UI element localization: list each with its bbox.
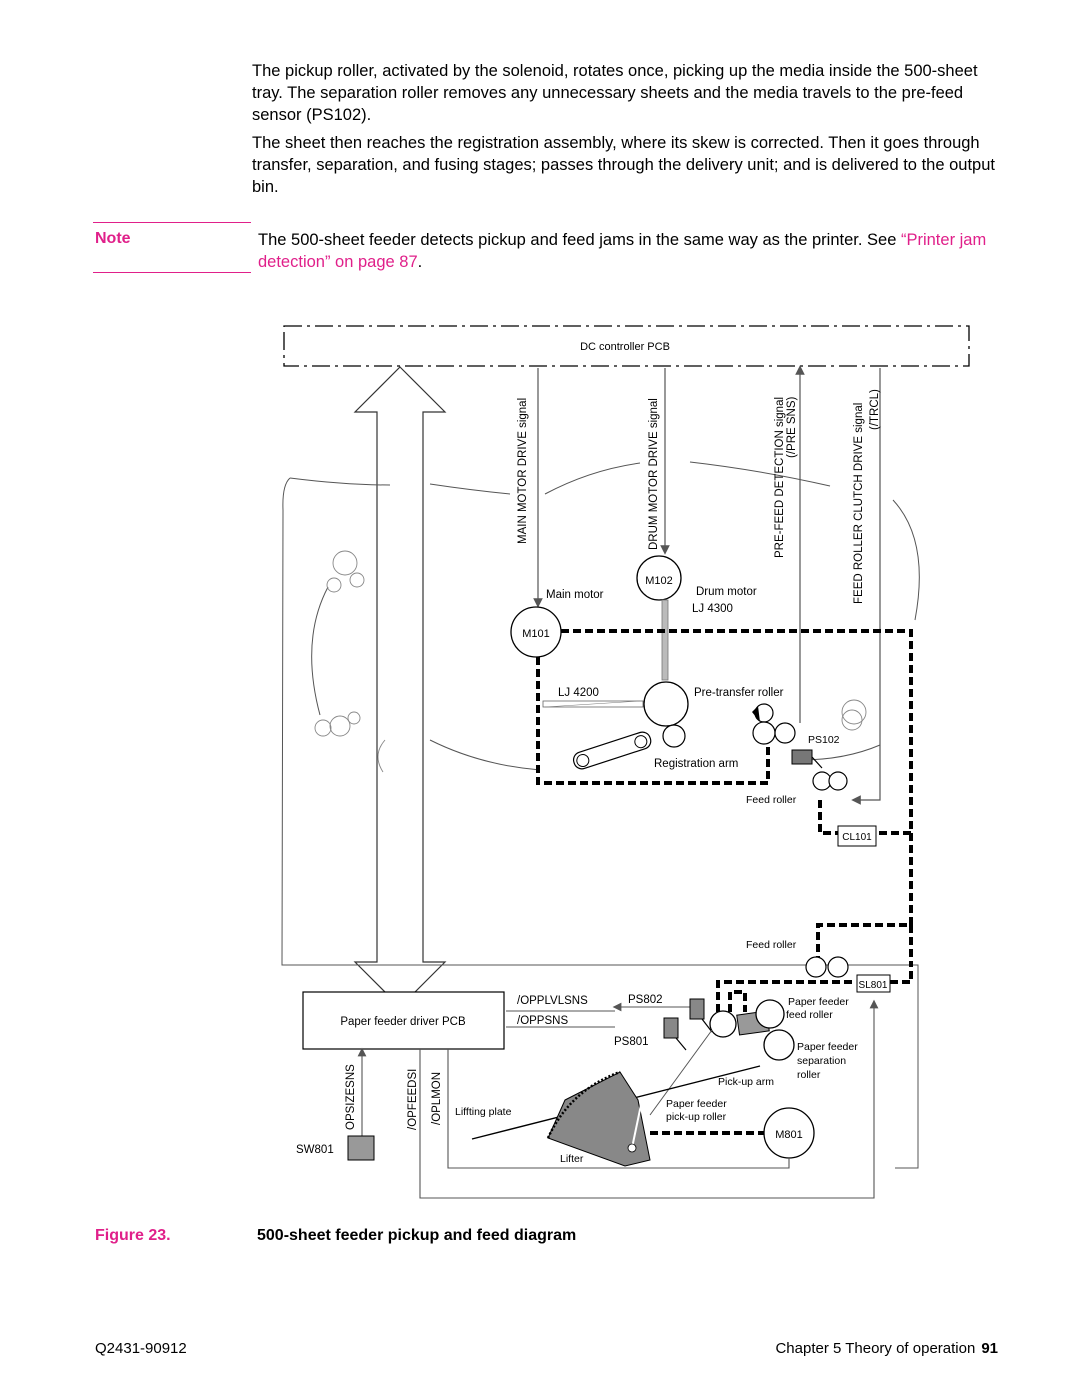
sl801-label: SL801 bbox=[859, 980, 888, 991]
lifter-label: Lifter bbox=[560, 1153, 584, 1165]
opsizesns-label: OPSIZESNS bbox=[345, 1064, 357, 1130]
paper-feeder-separation-roller bbox=[763, 1029, 795, 1061]
note-bottom-rule bbox=[93, 272, 251, 273]
sw801-switch bbox=[347, 1135, 375, 1161]
pre-transfer-roller-label: Pre-transfer roller bbox=[694, 687, 784, 699]
feed-roller-1-label: Feed roller bbox=[746, 794, 797, 806]
drum-motor-label: Drum motor bbox=[696, 586, 757, 598]
m801-label: M801 bbox=[775, 1129, 803, 1141]
note-end: . bbox=[417, 253, 423, 271]
note-text: The 500-sheet feeder detects pickup and … bbox=[258, 229, 1003, 273]
dc-controller-box bbox=[283, 325, 970, 367]
pickup-arm-label: Pick-up arm bbox=[718, 1076, 774, 1088]
paper-feeder-pickup-roller-top bbox=[709, 1010, 737, 1038]
lj4300-label: LJ 4300 bbox=[692, 603, 733, 615]
lifting-plate-label: Liffting plate bbox=[455, 1106, 512, 1118]
note-top-rule bbox=[93, 222, 251, 223]
m102-drum-motor bbox=[636, 555, 682, 601]
page-number: 91 bbox=[981, 1340, 998, 1357]
ps802-sensor bbox=[689, 998, 705, 1020]
ps802-label: PS802 bbox=[628, 994, 663, 1006]
drum-motor-signal-label: DRUM MOTOR DRIVE signal bbox=[648, 398, 660, 550]
registration-arm-label: Registration arm bbox=[654, 758, 738, 770]
figure-number: Figure 23. bbox=[95, 1227, 171, 1244]
feed-roller-2-label: Feed roller bbox=[746, 939, 797, 951]
paper-feeder-feed-roller bbox=[755, 999, 785, 1029]
cl101-label: CL101 bbox=[842, 832, 872, 843]
note-label: Note bbox=[95, 230, 131, 247]
oplmon-label: /OPLMON bbox=[431, 1072, 443, 1125]
ps102-sensor bbox=[791, 749, 813, 765]
page-footer: Chapter 5 Theory of operation 91 bbox=[775, 1340, 998, 1357]
double-arrow bbox=[353, 366, 447, 1008]
pre-feed-signal-label: PRE-FEED DETECTION signal bbox=[774, 397, 786, 558]
harness-main bbox=[561, 629, 913, 835]
note-body: The 500-sheet feeder detects pickup and … bbox=[258, 231, 901, 249]
oppsns-label: /OPPSNS bbox=[517, 1015, 568, 1027]
chapter-title: Chapter 5 Theory of operation bbox=[775, 1340, 976, 1357]
body-paragraph-1: The pickup roller, activated by the sole… bbox=[252, 62, 978, 124]
cl101-box bbox=[837, 825, 877, 847]
m102-label: M102 bbox=[645, 575, 673, 587]
body-paragraph-2: The sheet then reaches the registration … bbox=[252, 134, 995, 196]
main-motor-signal-label: MAIN MOTOR DRIVE signal bbox=[517, 398, 529, 544]
lj4200-label: LJ 4200 bbox=[558, 687, 599, 699]
ps801-sensor bbox=[663, 1017, 679, 1039]
figure-title: 500-sheet feeder pickup and feed diagram bbox=[257, 1227, 577, 1244]
pre-transfer-roller bbox=[643, 681, 689, 727]
doc-number: Q2431-90912 bbox=[95, 1340, 187, 1357]
paper-feeder-driver-pcb-box bbox=[302, 991, 505, 1050]
trcl-label: (/TRCL) bbox=[869, 389, 881, 430]
main-motor-label: Main motor bbox=[546, 589, 604, 601]
opplvlsns-label: /OPPLVLSNS bbox=[517, 995, 588, 1007]
dc-controller-label: DC controller PCB bbox=[580, 341, 670, 353]
harness-lj4200 bbox=[536, 657, 770, 785]
feed-roller-clutch-signal-label: FEED ROLLER CLUTCH DRIVE signal bbox=[853, 403, 865, 604]
sw801-label: SW801 bbox=[296, 1144, 334, 1156]
printer-outline bbox=[281, 477, 919, 1169]
ps102-label: PS102 bbox=[808, 734, 840, 746]
pre-sns-label: (/PRE SNS) bbox=[786, 396, 798, 458]
opfeedsi-label: /OPFEEDSI bbox=[407, 1069, 419, 1130]
cross-reference-link[interactable]: “Printer jam detection” on page 87 bbox=[258, 231, 987, 271]
m101-label: M101 bbox=[522, 628, 550, 640]
paper-feeder-driver-pcb-label: Paper feeder driver PCB bbox=[340, 1016, 466, 1028]
ps801-label: PS801 bbox=[614, 1036, 649, 1048]
